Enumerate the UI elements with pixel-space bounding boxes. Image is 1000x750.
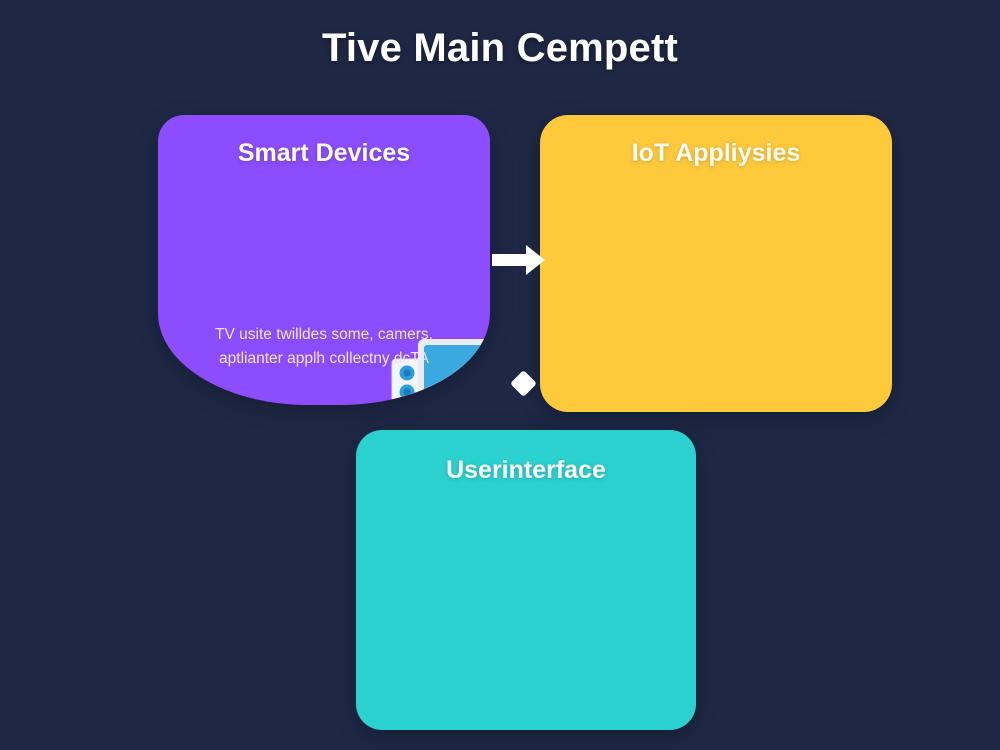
card-user-interface-title: Userinterface (446, 456, 606, 484)
monitor-icon (418, 339, 490, 405)
card-smart-devices-body-line1: TV usite twilldes some, camers, (215, 326, 433, 343)
smart-devices-illustration (348, 327, 490, 405)
page-title: Tive Main Cempett (321, 26, 679, 70)
arrow-right-icon (492, 243, 546, 277)
card-smart-devices[interactable]: Smart Devices (158, 115, 490, 405)
card-smart-devices-body-line2: aptlianter applh collectny dcTA (219, 350, 429, 368)
card-smart-devices-body: TV usite twilldes some, camers, aptliant… (158, 323, 490, 371)
card-smart-devices-title: Smart Devices (237, 139, 411, 167)
diamond-connector-icon (510, 370, 537, 397)
card-user-interface[interactable]: Userinterface (356, 430, 696, 730)
card-iot[interactable]: IoT Appliysies (540, 115, 892, 412)
card-iot-title: IoT Appliysies (631, 139, 801, 167)
